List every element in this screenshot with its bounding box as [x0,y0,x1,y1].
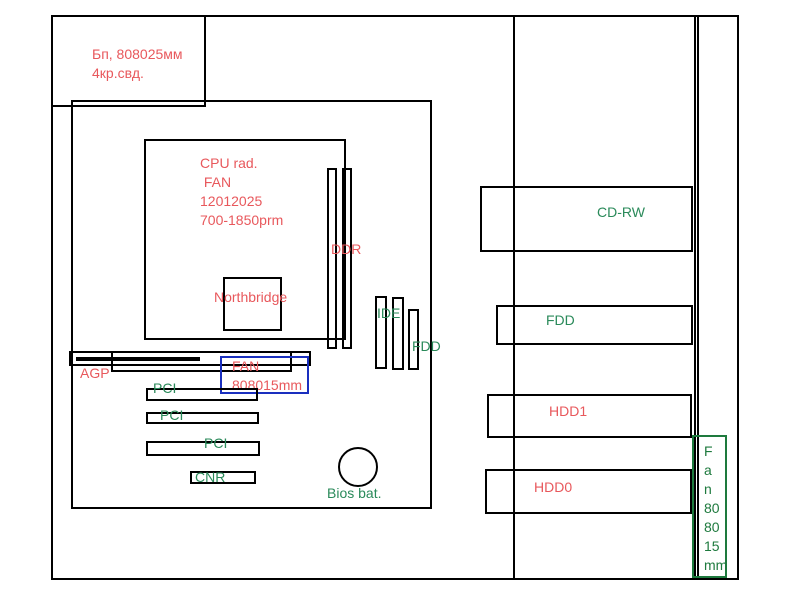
pci-slot-1-label: PCI [153,380,177,396]
ddr-label: DDR [331,241,362,257]
northbridge [223,277,282,331]
pci-slot-3 [146,441,260,456]
pci-slot-2 [146,412,259,424]
bios-battery-label: Bios bat. [327,485,382,501]
northbridge-label: Northbridge [214,289,288,305]
pci-slot-3-label: PCI [204,435,228,451]
fdd-connector-label: FDD [412,338,441,354]
cnr-label: CNR [195,469,226,485]
fdd-drive-label: FDD [546,312,575,328]
hdd1-label: HDD1 [549,403,588,419]
chipset-fan-label-line1: FAN [232,358,260,374]
cpu-radiator [144,139,346,340]
chipset-fan [220,356,309,394]
psu-label-line2: 4кр.свд. [92,65,144,81]
bios-battery [338,447,378,487]
agp-slot-inner [111,351,292,372]
ide-label: IDE [377,305,401,321]
fdd-connector [408,309,419,370]
case-fan-label-0: F [704,443,713,459]
agp-slot-contact [76,357,200,361]
drive-bay-rail [697,15,699,580]
cnr-slot [190,471,256,484]
pci-slot-1 [146,388,258,401]
pci-slot-2-label: PCI [160,407,184,423]
hdd0-drive [485,469,692,514]
ddr-slot-1 [327,168,337,349]
case-fan-label-2: n [704,481,712,497]
agp-label: AGP [80,365,110,381]
case-fan [692,435,727,578]
psu-label-line1: Бп, 808025мм [92,46,183,62]
hdd1-drive [487,394,692,438]
cpu-label-line2: FAN [200,174,232,190]
ide-connector-2 [392,297,404,370]
motherboard [71,100,432,509]
hdd0-label: HDD0 [534,479,573,495]
case-outline [51,15,739,580]
case-fan-label-3: 80 [704,500,720,516]
case-fan-label-6: mm [704,557,728,573]
cdrw-drive [480,186,693,252]
fdd-drive [496,305,693,345]
case-fan-label-1: a [704,462,712,478]
case-fan-label-4: 80 [704,519,720,535]
cpu-label-line3: 12012025 [200,193,263,209]
case-fan-label-5: 15 [704,538,720,554]
power-supply [51,15,206,107]
ide-connector-1 [375,296,387,369]
cpu-label-line4: 700-1850prm [200,212,284,228]
cpu-label-line1: CPU rad. [200,155,258,171]
ddr-slot-2 [342,168,352,349]
drive-bay-frame [513,15,696,580]
cdrw-label: CD-RW [597,204,645,220]
